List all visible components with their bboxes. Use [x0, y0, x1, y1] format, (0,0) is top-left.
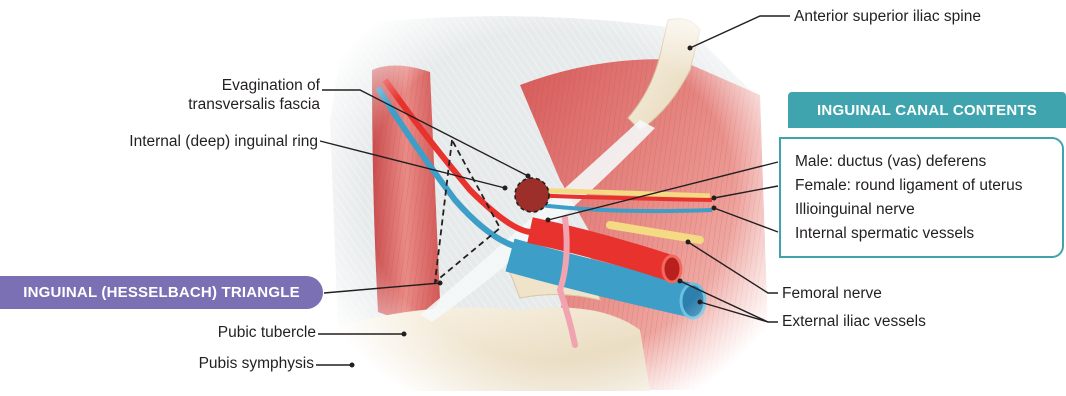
label-internal-ring: Internal (deep) inguinal ring: [60, 132, 318, 151]
contents-item: Male: ductus (vas) deferens: [795, 153, 986, 171]
contents-item: Illioinguinal nerve: [795, 201, 915, 219]
label-femoral-nerve: Femoral nerve: [782, 284, 882, 303]
triangle-title-badge: INGUINAL (HESSELBACH) TRIANGLE: [0, 276, 323, 309]
label-asis: Anterior superior iliac spine: [794, 7, 981, 26]
label-pubis-symphysis: Pubis symphysis: [60, 354, 314, 373]
contents-title-badge: INGUINAL CANAL CONTENTS: [788, 92, 1066, 128]
label-evagination-line2: transversalis fascia: [100, 95, 320, 114]
label-external-iliac: External iliac vessels: [782, 312, 926, 331]
label-pubic-tubercle: Pubic tubercle: [60, 323, 316, 342]
contents-list-box: Male: ductus (vas) deferens Female: roun…: [779, 137, 1064, 258]
contents-item: Female: round ligament of uterus: [795, 177, 1022, 195]
label-evagination-line1: Evagination of: [100, 76, 320, 95]
contents-item: Internal spermatic vessels: [795, 225, 974, 243]
edge-fade: [330, 0, 770, 391]
